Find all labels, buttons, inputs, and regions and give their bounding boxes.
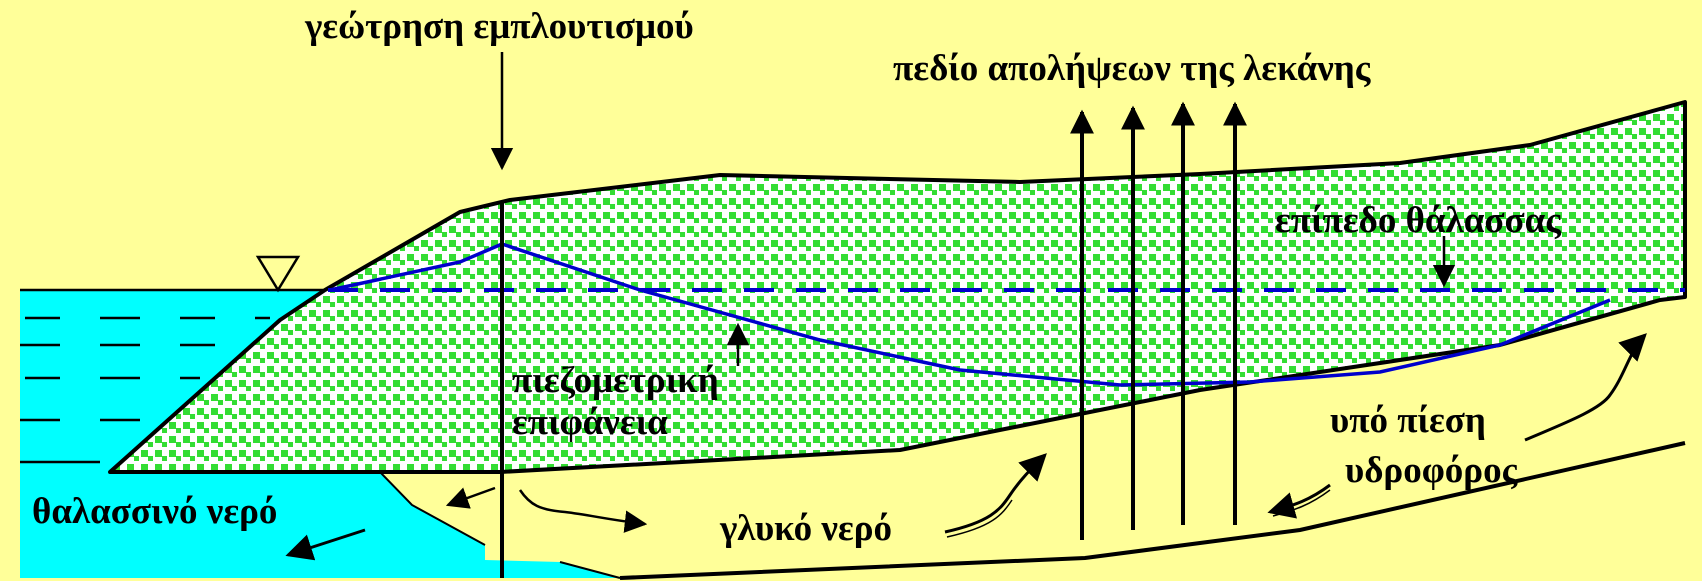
aquifer-lower-boundary (619, 441, 1686, 580)
confined-flow-arrow (1524, 333, 1647, 442)
well-spread-arrow (518, 489, 648, 533)
piezometric-label-line1: πιεζομετρική (512, 360, 719, 401)
confined-aquifer-label-line2: υδροφόρος (1345, 450, 1518, 491)
recharge-well-label: γεώτρηση εμπλουτισμού (305, 6, 694, 47)
intrusion-interface (379, 471, 621, 579)
confined-aquifer-label-line1: υπό πίεση (1330, 400, 1486, 441)
sea-water-body (20, 290, 620, 578)
piezometric-label-line2: επιφάνεια (512, 402, 668, 443)
pumping-field-label: πεδίο απολήψεων της λεκάνης (893, 48, 1371, 89)
sea-wave-lines (20, 288, 325, 464)
fresh-water-flow-arrow (944, 453, 1047, 534)
sea-water-arrow (285, 528, 366, 561)
lower-flow-arrow (1267, 483, 1331, 519)
sea-level-symbol (255, 255, 301, 293)
piezometric-surface (329, 242, 1611, 387)
sea-water-label: θαλασσινό νερό (32, 491, 278, 532)
pumping-field-arrows (1070, 101, 1247, 540)
well-sea-arrow (445, 486, 496, 509)
sea-level-label: επίπεδο θάλασσας (1275, 200, 1561, 241)
fresh-water-label: γλυκό νερό (720, 508, 893, 549)
